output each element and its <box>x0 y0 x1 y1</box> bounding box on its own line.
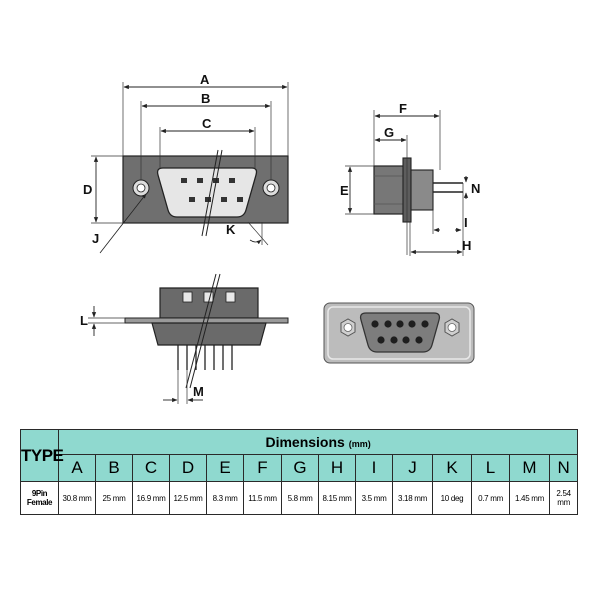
label-f: F <box>399 101 407 116</box>
column-header-g: G <box>281 454 319 482</box>
value-l: 0.7 mm <box>471 481 510 515</box>
value-m: 1.45 mm <box>509 481 550 515</box>
value-c: 16.9 mm <box>132 481 170 515</box>
column-header-h: H <box>318 454 356 482</box>
connector-drawing: A B C D J K <box>80 72 480 404</box>
column-header-m: M <box>509 454 550 482</box>
front-mount-hole-right-inner <box>266 183 276 193</box>
label-h: H <box>462 238 471 253</box>
value-k: 10 deg <box>432 481 472 515</box>
label-l: L <box>80 313 88 328</box>
type-header: TYPE <box>20 429 64 482</box>
profile-pins <box>177 345 233 370</box>
column-header-k: K <box>432 454 472 482</box>
render-contacts <box>371 320 429 344</box>
value-d: 12.5 mm <box>169 481 207 515</box>
value-h: 8.15 mm <box>318 481 356 515</box>
value-j: 3.18 mm <box>392 481 433 515</box>
profile-flange <box>124 317 289 324</box>
value-b: 25 mm <box>95 481 133 515</box>
value-f: 11.5 mm <box>243 481 282 515</box>
column-header-c: C <box>132 454 170 482</box>
column-header-e: E <box>206 454 244 482</box>
unit-label: (mm) <box>348 439 371 449</box>
label-n: N <box>471 181 480 196</box>
column-header-a: A <box>58 454 96 482</box>
dimensions-header: Dimensions (mm) <box>57 429 579 455</box>
front-mount-hole-left-inner <box>136 183 146 193</box>
column-header-d: D <box>169 454 207 482</box>
label-k: K <box>226 222 236 237</box>
label-c: C <box>202 116 212 131</box>
column-header-i: I <box>355 454 393 482</box>
value-i: 3.5 mm <box>355 481 393 515</box>
label-b: B <box>201 91 210 106</box>
front-render <box>323 302 475 364</box>
label-d: D <box>83 182 92 197</box>
label-g: G <box>384 125 394 140</box>
column-header-b: B <box>95 454 133 482</box>
label-e: E <box>340 183 349 198</box>
value-e: 8.3 mm <box>206 481 244 515</box>
column-header-f: F <box>243 454 282 482</box>
value-a: 30.8 mm <box>58 481 96 515</box>
side-rear-body <box>410 169 434 211</box>
front-view: A B C D J K <box>83 72 289 254</box>
value-n: 2.54 mm <box>548 481 579 515</box>
render-d-insert <box>359 312 441 353</box>
label-j: J <box>92 231 99 246</box>
profile-view: L M <box>80 273 289 404</box>
side-sleeve <box>373 165 408 215</box>
column-header-l: L <box>471 454 510 482</box>
label-i: I <box>464 215 468 230</box>
label-m: M <box>193 384 204 399</box>
value-g: 5.8 mm <box>281 481 319 515</box>
label-a: A <box>200 72 210 87</box>
side-view: F G E N I H <box>340 101 480 256</box>
column-header-n: N <box>548 454 579 482</box>
row-type-name: 9Pin Female <box>20 481 59 515</box>
column-header-j: J <box>392 454 433 482</box>
